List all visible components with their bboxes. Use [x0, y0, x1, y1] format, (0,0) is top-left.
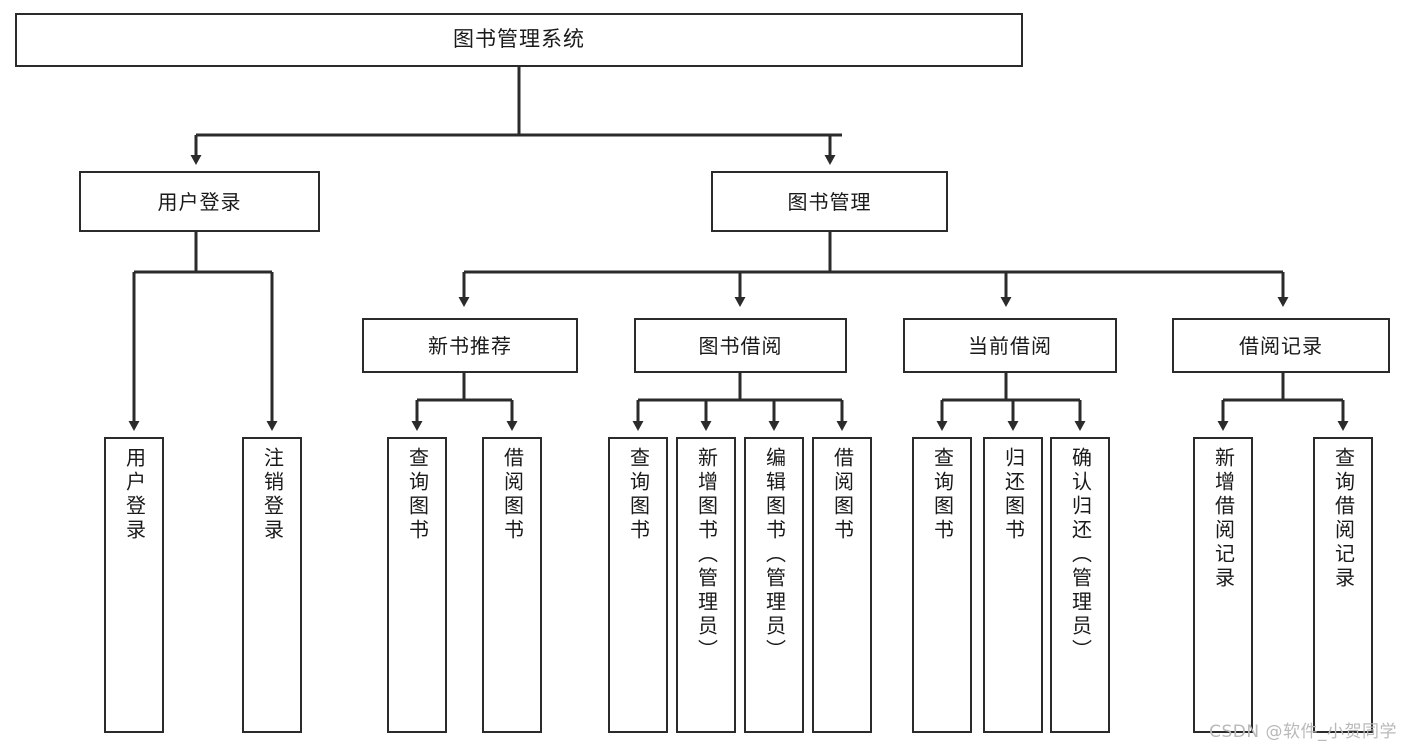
node-label: 新书推荐 [428, 333, 512, 358]
node-label: 借阅图书 [830, 447, 855, 543]
leaf-newbook-borrow-book[interactable]: 借阅图书 [482, 437, 542, 733]
leaf-logout[interactable]: 注销登录 [242, 437, 302, 733]
leaf-bookborrow-query-book[interactable]: 查询图书 [608, 437, 668, 733]
node-label: 查询图书 [930, 447, 955, 543]
node-current-borrow[interactable]: 当前借阅 [903, 318, 1117, 373]
node-label: 新增图书（管理员） [694, 447, 719, 663]
leaf-user-login[interactable]: 用户登录 [104, 437, 164, 733]
node-label: 图书管理 [787, 189, 872, 214]
leaf-currentborrow-return-book[interactable]: 归还图书 [983, 437, 1043, 733]
leaf-bookborrow-edit-book[interactable]: 编辑图书（管理员） [744, 437, 804, 733]
node-label: 查询图书 [626, 447, 651, 543]
node-label: 查询借阅记录 [1331, 447, 1356, 591]
node-label: 归还图书 [1001, 447, 1026, 543]
node-label: 编辑图书（管理员） [762, 447, 787, 663]
node-label: 用户登录 [122, 447, 147, 543]
node-label: 注销登录 [260, 447, 285, 543]
leaf-bookborrow-borrow-book[interactable]: 借阅图书 [812, 437, 872, 733]
node-label: 借阅图书 [500, 447, 525, 543]
leaf-newbook-query-book[interactable]: 查询图书 [387, 437, 447, 733]
node-label: 新增借阅记录 [1211, 447, 1236, 591]
node-label: 图书管理系统 [453, 27, 585, 52]
node-new-book-recommend[interactable]: 新书推荐 [362, 318, 578, 373]
node-borrow-records[interactable]: 借阅记录 [1172, 318, 1390, 373]
node-book-borrow[interactable]: 图书借阅 [634, 318, 847, 373]
node-label: 借阅记录 [1239, 333, 1323, 358]
leaf-borrowrec-add-record[interactable]: 新增借阅记录 [1193, 437, 1253, 733]
node-label: 确认归还（管理员） [1068, 447, 1093, 663]
leaf-currentborrow-confirm-return[interactable]: 确认归还（管理员） [1050, 437, 1110, 733]
node-book-management[interactable]: 图书管理 [711, 171, 948, 232]
csdn-watermark: CSDN @软件_小贺同学 [1209, 722, 1397, 742]
leaf-currentborrow-query-book[interactable]: 查询图书 [912, 437, 972, 733]
node-root-system[interactable]: 图书管理系统 [15, 13, 1023, 67]
node-label: 查询图书 [405, 447, 430, 543]
node-user-login[interactable]: 用户登录 [79, 171, 320, 232]
node-label: 用户登录 [157, 189, 242, 214]
node-label: 图书借阅 [698, 333, 783, 358]
leaf-borrowrec-query-record[interactable]: 查询借阅记录 [1313, 437, 1373, 733]
leaf-bookborrow-add-book[interactable]: 新增图书（管理员） [676, 437, 736, 733]
node-label: 当前借阅 [968, 333, 1052, 358]
